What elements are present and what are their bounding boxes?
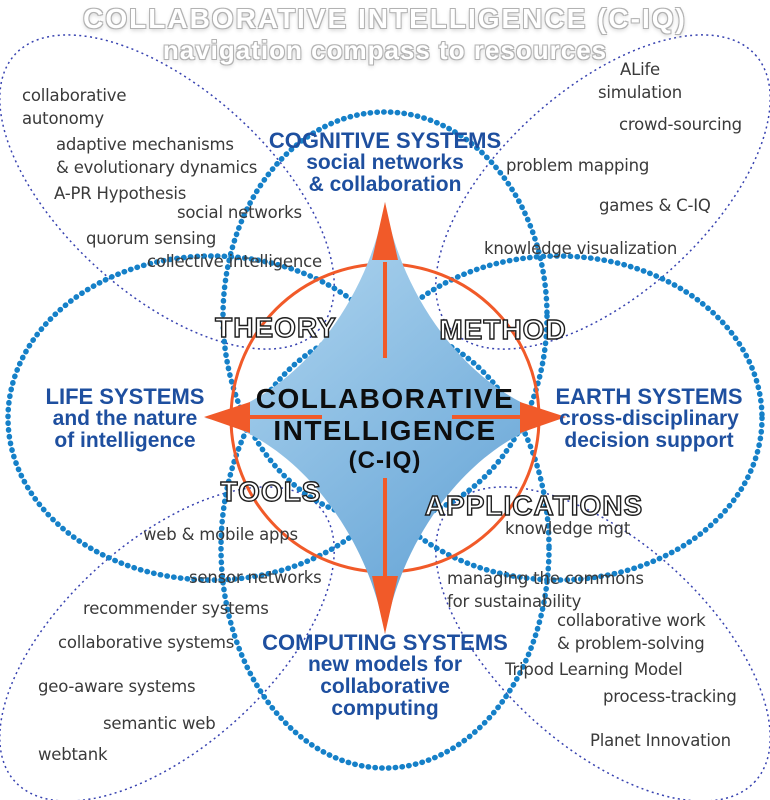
- topic-collaborative-work: collaborative work & problem-solving: [557, 611, 706, 653]
- earth-systems-subtitle: cross-disciplinary decision support: [559, 407, 739, 452]
- method-corner-ellipse: [435, 34, 770, 350]
- topic-collaborative-systems: collaborative systems: [58, 633, 235, 652]
- computing-systems-subtitle: new models for collaborative computing: [307, 653, 463, 720]
- topic-alife-simulation: ALife simulation: [597, 60, 682, 102]
- topic-semantic-web: semantic web: [103, 714, 216, 733]
- cognitive-systems-subtitle: social networks & collaboration: [306, 151, 464, 196]
- tools-label: TOOLS: [220, 475, 322, 507]
- cognitive-systems-heading: COGNITIVE SYSTEMS social networks & coll…: [235, 130, 535, 196]
- topic-apr-hypothesis: A-PR Hypothesis: [54, 184, 187, 203]
- computing-systems-heading: COMPUTING SYSTEMS new models for collabo…: [235, 632, 535, 720]
- method-label: METHOD: [439, 313, 567, 345]
- earth-systems-heading: EARTH SYSTEMS cross-disciplinary decisio…: [541, 386, 757, 452]
- life-systems-heading: LIFE SYSTEMS and the nature of intellige…: [18, 386, 232, 452]
- center-star: [205, 202, 565, 634]
- applications-corner-ellipse: [435, 486, 770, 800]
- topic-managing-the-commons: managing the commons for sustainability: [447, 569, 644, 611]
- topic-quorum-sensing: quorum sensing: [86, 229, 217, 248]
- topic-planet-innovation: Planet Innovation: [590, 731, 731, 750]
- topic-games-ciq: games & C-IQ: [599, 196, 711, 215]
- topic-tripod-learning-model: Tripod Learning Model: [505, 660, 683, 679]
- needle-north-arrow: [372, 202, 398, 260]
- topic-social-networks: social networks: [177, 203, 302, 222]
- theory-corner-ellipse: [0, 34, 335, 350]
- life-systems-subtitle: and the nature of intelligence: [52, 407, 198, 452]
- topic-crowd-sourcing: crowd-sourcing: [619, 115, 742, 134]
- page-title-line2: navigation compass to resources: [162, 35, 608, 65]
- center-star-text: COLLABORATIVE INTELLIGENCE (C-IQ): [235, 383, 535, 475]
- life-systems-title: LIFE SYSTEMS: [45, 384, 205, 409]
- topic-web-mobile-apps: web & mobile apps: [143, 525, 298, 544]
- page-title-line1: COLLABORATIVE INTELLIGENCE (C-IQ): [83, 3, 687, 34]
- topic-collaborative-autonomy: collaborative autonomy: [22, 86, 127, 128]
- topic-recommender-systems: recommender systems: [83, 599, 269, 618]
- topic-adaptive-mechanisms: adaptive mechanisms & evolutionary dynam…: [56, 135, 258, 177]
- needle-west-arrow: [204, 402, 250, 433]
- topic-webtank: webtank: [38, 745, 108, 764]
- center-line1: COLLABORATIVE: [255, 383, 515, 414]
- applications-label: APPLICATIONS: [424, 489, 644, 521]
- compass-needles: [204, 202, 566, 634]
- computing-systems-title: COMPUTING SYSTEMS: [262, 630, 508, 655]
- topic-knowledge-visualization: knowledge visualization: [484, 239, 678, 258]
- needle-east-arrow: [520, 402, 566, 433]
- topic-geo-aware-systems: geo-aware systems: [38, 677, 196, 696]
- needle-south-arrow: [372, 576, 398, 634]
- page-title: COLLABORATIVE INTELLIGENCE (C-IQ) naviga…: [0, 3, 770, 66]
- center-line3: (C-IQ): [348, 447, 422, 474]
- tools-corner-ellipse: [0, 486, 335, 800]
- topic-knowledge-mgt: knowledge mgt: [505, 519, 631, 538]
- theory-label: THEORY: [214, 311, 337, 343]
- topic-problem-mapping: problem mapping: [506, 156, 650, 175]
- topic-process-tracking: process-tracking: [603, 687, 737, 706]
- topic-collective-intelligence: collective intelligence: [147, 252, 322, 271]
- topic-sensor-networks: sensor networks: [189, 568, 322, 587]
- earth-systems-title: EARTH SYSTEMS: [555, 384, 743, 409]
- center-line2: INTELLIGENCE: [273, 415, 497, 446]
- cognitive-systems-title: COGNITIVE SYSTEMS: [268, 128, 502, 153]
